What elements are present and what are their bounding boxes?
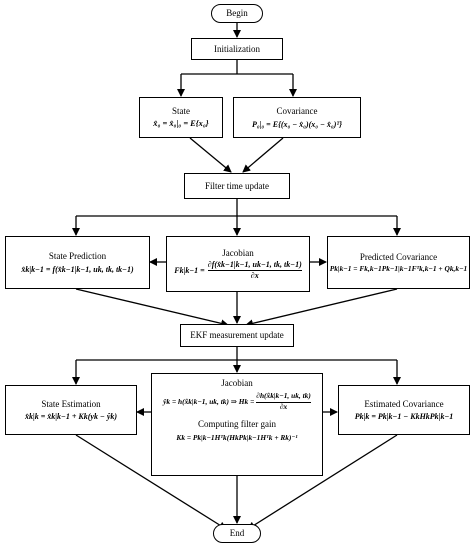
jacobian-bottom-box: Jacobian ŷk = h(x̂k|k−1, uk, tk) ⇒ Hk = … <box>151 373 323 476</box>
state-title: State <box>172 106 190 116</box>
jacobian-top-box: Jacobian Fk|k−1 = ∂f(x̂k−1|k−1, uk−1, tk… <box>166 236 310 292</box>
jacobian-top-title: Jacobian <box>222 247 254 258</box>
covariance-box: Covariance P₀|₀ = E{(x₀ − x̂₀)(x₀ − x̂₀)… <box>233 97 361 138</box>
filter-gain-title: Computing filter gain <box>198 419 276 430</box>
arrow-estcov-end <box>247 434 398 530</box>
covariance-formula: P₀|₀ = E{(x₀ − x̂₀)(x₀ − x̂₀)ᵀ} <box>251 119 343 129</box>
state-estimation-formula: x̂k|k = x̂k|k−1 + Kk(yk − ŷk) <box>24 412 118 422</box>
initialization-box: Initialization <box>191 38 283 60</box>
jacobian-top-lhs: Fk|k−1 = <box>174 265 205 275</box>
state-box: State x̂₀ = x̂₀|₀ = E{x₀} <box>139 97 223 138</box>
jacobian-bottom-denominator: ∂x <box>279 401 288 411</box>
predicted-covariance-box: Predicted Covariance Pk|k−1 = Fk,k−1Pk−1… <box>327 236 470 289</box>
begin-terminal: Begin <box>211 4 263 23</box>
state-estimation-box: State Estimation x̂k|k = x̂k|k−1 + Kk(yk… <box>5 385 137 435</box>
arrow-cov-ftu <box>242 137 284 173</box>
jacobian-bottom-fraction: ∂h(x̂k|k−1, uk, tk) ∂x <box>256 392 311 411</box>
estimated-covariance-title: Estimated Covariance <box>364 398 444 409</box>
end-label: End <box>229 528 245 539</box>
initialization-label: Initialization <box>214 43 260 54</box>
state-estimation-title: State Estimation <box>41 398 101 409</box>
arrow-state-ftu <box>189 137 232 173</box>
state-prediction-title: State Prediction <box>48 251 107 262</box>
state-formula: x̂₀ = x̂₀|₀ = E{x₀} <box>153 119 209 129</box>
arrow-statepred-ekf <box>75 288 229 328</box>
state-prediction-formula: x̂k|k−1 = f(x̂k−1|k−1, uk, tk, tk−1) <box>21 264 134 274</box>
filter-gain-formula: Kk = Pk|k−1Hᵀk(HkPk|k−1Hᵀk + Rk)⁻¹ <box>176 432 298 442</box>
jacobian-bottom-formula: ŷk = h(x̂k|k−1, uk, tk) ⇒ Hk = ∂h(x̂k|k−… <box>163 392 311 411</box>
filter-time-update-box: Filter time update <box>184 173 290 199</box>
arrow-stateest-end <box>75 434 227 530</box>
ekf-measurement-update-label: EKF measurement update <box>190 330 284 341</box>
predicted-covariance-formula: Pk|k−1 = Fk,k−1Pk−1|k−1Fᵀk,k−1 + Qk,k−1 <box>329 263 468 273</box>
jacobian-bottom-title: Jacobian <box>221 378 253 388</box>
jacobian-top-numerator: ∂f(x̂k−1|k−1, uk−1, tk, tk−1) <box>207 260 302 272</box>
covariance-title: Covariance <box>276 106 318 117</box>
ekf-measurement-update-box: EKF measurement update <box>180 324 294 347</box>
predicted-covariance-title: Predicted Covariance <box>359 251 438 262</box>
estimated-covariance-box: Estimated Covariance Pk|k = Pk|k−1 − KkH… <box>338 385 470 435</box>
filter-time-update-label: Filter time update <box>205 180 269 191</box>
estimated-covariance-formula: Pk|k = Pk|k−1 − KkHkPk|k−1 <box>354 412 454 422</box>
jacobian-bottom-numerator: ∂h(x̂k|k−1, uk, tk) <box>256 392 311 403</box>
jacobian-top-denominator: ∂x <box>250 271 259 281</box>
state-prediction-box: State Prediction x̂k|k−1 = f(x̂k−1|k−1, … <box>5 236 150 289</box>
jacobian-top-fraction: ∂f(x̂k−1|k−1, uk−1, tk, tk−1) ∂x <box>207 260 302 281</box>
jacobian-top-formula: Fk|k−1 = ∂f(x̂k−1|k−1, uk−1, tk, tk−1) ∂… <box>174 260 302 280</box>
end-terminal: End <box>213 524 261 543</box>
begin-label: Begin <box>226 8 248 19</box>
jacobian-bottom-lhs: ŷk = h(x̂k|k−1, uk, tk) ⇒ Hk = <box>163 396 255 406</box>
arrow-predcov-ekf <box>245 288 398 328</box>
